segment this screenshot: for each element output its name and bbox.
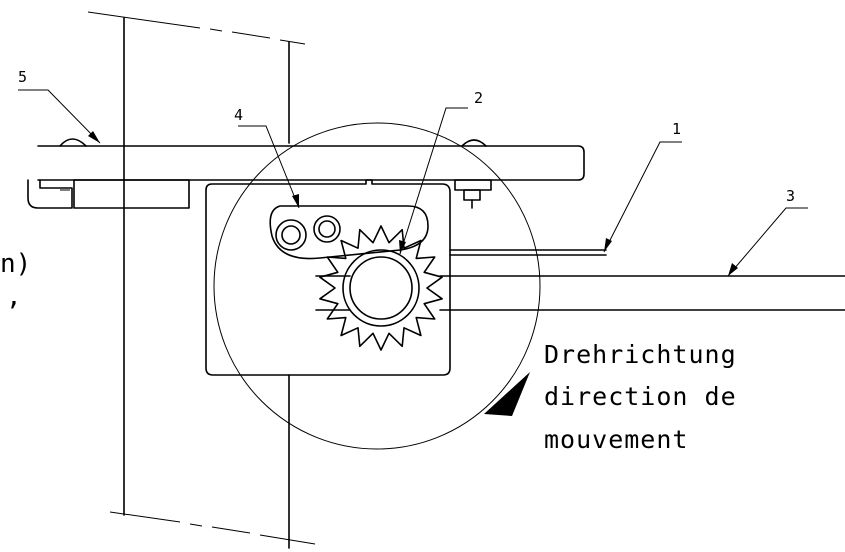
rotation-plate xyxy=(449,249,607,256)
rotation-note-line1: Drehrichtung xyxy=(544,340,737,369)
break-line-top xyxy=(87,11,306,45)
cropped-text-1: n) xyxy=(0,249,31,279)
gear-hub-inner xyxy=(349,256,413,320)
rotation-arrow xyxy=(484,372,530,416)
left-clamp xyxy=(27,179,190,209)
gear-teeth xyxy=(319,225,443,351)
gear-hub-outer xyxy=(342,249,420,327)
callout-3: 3 xyxy=(786,187,795,205)
callout-2: 2 xyxy=(474,89,483,107)
rotation-circle xyxy=(213,122,541,450)
callout-4: 4 xyxy=(234,106,243,124)
drive-shaft xyxy=(315,275,845,311)
mounting-plate xyxy=(37,138,585,181)
cropped-text-2: , xyxy=(6,282,22,312)
callout-1: 1 xyxy=(672,120,681,138)
callout-5: 5 xyxy=(18,68,27,86)
gear-housing xyxy=(205,179,451,376)
rotation-note-line2: direction de xyxy=(544,382,737,411)
leader-lines xyxy=(18,89,808,277)
rotation-note-line3: mouvement xyxy=(544,425,688,454)
pinion-gear xyxy=(319,225,443,351)
break-line-bottom xyxy=(109,511,316,545)
vertical-frame xyxy=(87,11,316,549)
bolt-nut xyxy=(454,179,492,209)
pin-pair xyxy=(269,205,429,260)
